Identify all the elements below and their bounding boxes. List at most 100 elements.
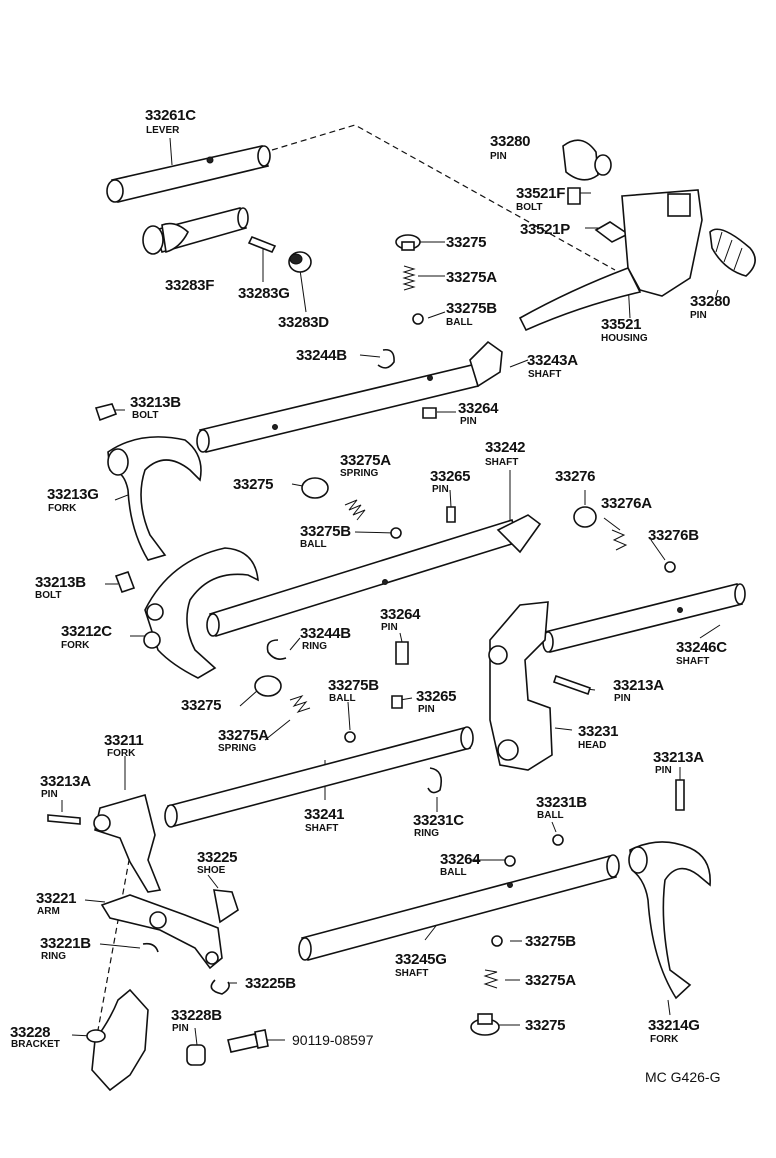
part-no: 33246C — [676, 639, 727, 656]
bolt-33521f — [567, 187, 581, 205]
part-name: RING — [302, 641, 327, 652]
ball-33264 — [504, 855, 516, 867]
part-no: 33231C — [413, 812, 464, 829]
part-name: LEVER — [146, 125, 180, 136]
part-no: 33245G — [395, 951, 447, 968]
ball-33275b-c — [344, 731, 356, 743]
pin-33264-b — [395, 641, 409, 665]
part-no: 33521 — [601, 316, 641, 333]
ring-33221b — [142, 942, 159, 953]
part-no: 33264 — [380, 606, 421, 623]
spring-33275a-b — [344, 499, 366, 521]
shaft-33241 — [164, 726, 474, 828]
part-no: 33212C — [61, 623, 112, 640]
ring-33225b — [210, 979, 230, 995]
part-no: 33265 — [430, 468, 470, 485]
part-no: 33275B — [300, 523, 351, 540]
part-no: 33275 — [233, 476, 273, 493]
part-name: PIN — [490, 151, 507, 162]
part-no: 33275B — [328, 677, 379, 694]
pin-33280-top — [562, 139, 612, 181]
part-name: BALL — [446, 317, 473, 328]
part-no: 33244B — [300, 625, 351, 642]
bolt-90119-08597 — [227, 1029, 269, 1053]
part-no: 33275 — [181, 697, 221, 714]
part-name: SPRING — [218, 743, 257, 754]
diagram-ref-code: MC G426-G — [645, 1069, 720, 1085]
part-name: SHAFT — [395, 968, 428, 979]
spring-33275a-c — [289, 694, 311, 714]
part-no: 33213G — [47, 486, 99, 503]
part-no: 33280 — [690, 293, 730, 310]
part-no: 33261C — [145, 107, 196, 124]
plate-33521p — [594, 221, 630, 243]
bracket-33228 — [86, 988, 149, 1092]
part-name: PIN — [614, 693, 631, 704]
part-no: 33213A — [40, 773, 91, 790]
part-name: PIN — [172, 1023, 189, 1034]
part-name: PIN — [690, 310, 707, 321]
part-no: 33242 — [485, 439, 525, 456]
ball-33275b-d — [491, 935, 503, 947]
part-no: 33283F — [165, 277, 214, 294]
part-no: 33275A — [525, 972, 576, 989]
ball-33275b-a — [412, 313, 424, 325]
ball-33231b — [552, 834, 564, 846]
part-no: 33228B — [171, 1007, 222, 1024]
part-name: FORK — [48, 503, 77, 514]
part-no: 33221B — [40, 935, 91, 952]
part-no: 33225B — [245, 975, 296, 992]
plug-33275-a — [395, 234, 421, 251]
bolt-33213b-b — [114, 570, 136, 594]
pin-33265-b — [391, 695, 403, 709]
part-no: 33241 — [304, 806, 344, 823]
fork-33211 — [93, 794, 162, 893]
fork-33214g — [628, 841, 711, 1000]
part-no: 33275B — [525, 933, 576, 950]
part-no: 33213A — [653, 749, 704, 766]
part-no: 33275B — [446, 300, 497, 317]
part-no: 33521F — [516, 185, 565, 202]
part-name: BOLT — [516, 202, 542, 213]
ring-33231c — [427, 767, 443, 794]
part-name: RING — [414, 828, 439, 839]
part-name: SPRING — [340, 468, 379, 479]
part-no: 33225 — [197, 849, 237, 866]
part-name: BALL — [537, 810, 564, 821]
part-name: SHAFT — [676, 656, 709, 667]
part-no: 33213B — [35, 574, 86, 591]
shaft-33242 — [206, 514, 542, 638]
part-no: 33275A — [340, 452, 391, 469]
shaft-33245g — [298, 854, 620, 961]
part-name: PIN — [655, 765, 672, 776]
head-33231 — [488, 601, 553, 771]
pin-33283g — [247, 235, 277, 254]
plug-33276 — [573, 506, 597, 528]
part-no: 33214G — [648, 1017, 700, 1034]
part-no: 33276A — [601, 495, 652, 512]
plunger-33283f — [142, 207, 249, 255]
pin-33213a-a — [552, 674, 592, 696]
shoe-33225 — [213, 889, 239, 924]
part-no: 33213B — [130, 394, 181, 411]
part-no: 33276B — [648, 527, 699, 544]
ball-33276b — [664, 561, 676, 573]
pin-33228b — [186, 1044, 206, 1066]
plug-33275-d — [470, 1013, 500, 1036]
part-name: BRACKET — [11, 1039, 60, 1050]
part-name: SHAFT — [528, 369, 561, 380]
ring-33244b-b — [266, 639, 287, 660]
part-no: 33231 — [578, 723, 618, 740]
part-name: SHOE — [197, 865, 226, 876]
part-no: 33283D — [278, 314, 329, 331]
fork-33213g — [107, 436, 202, 561]
part-no: 33283G — [238, 285, 290, 302]
housing-33521 — [518, 189, 703, 332]
part-no: 33521P — [520, 221, 570, 238]
part-no: 33264 — [440, 851, 481, 868]
callout-labels: 33261C LEVER 33283F 33283G 33283D 33275 … — [10, 107, 731, 1085]
part-name: HEAD — [578, 740, 606, 751]
lever-33261c — [106, 145, 271, 203]
